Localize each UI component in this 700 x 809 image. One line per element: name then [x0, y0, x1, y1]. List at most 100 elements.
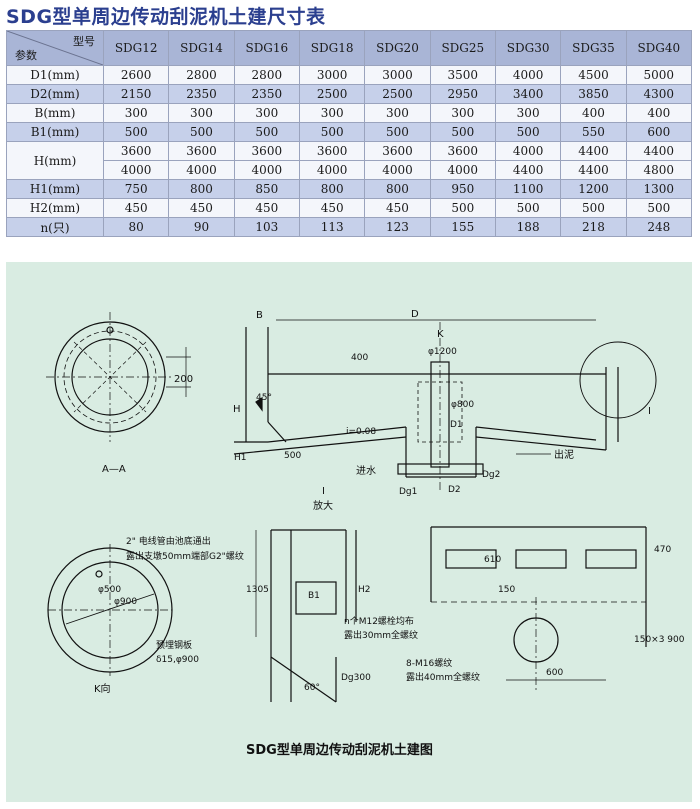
param-label: B1(mm): [6, 122, 104, 142]
model-header: SDG25: [429, 30, 496, 66]
model-header: SDG12: [102, 30, 170, 66]
label-m16-note1: 8-M16螺纹: [406, 657, 452, 669]
table-cell: 500: [494, 122, 562, 142]
label-m16-note2: 露出40mm全螺纹: [406, 671, 480, 683]
table-cell: 550: [560, 122, 627, 142]
param-label: D1(mm): [6, 65, 104, 85]
construction-drawing: A—A 200 B D K 400 φ1200 H 45° φ800 D1 I …: [6, 262, 692, 802]
table-cell: 450: [233, 198, 300, 218]
corner-param-label: 参数: [15, 49, 37, 62]
table-cell: 248: [625, 217, 693, 237]
table-cell: 3500: [429, 65, 496, 85]
table-cell: 500: [168, 122, 235, 142]
label-H2: H2: [358, 585, 371, 595]
aa-section-ring: [46, 312, 191, 442]
param-label: H1(mm): [6, 179, 104, 199]
table-cell: 155: [429, 217, 496, 237]
table-cell: 3600: [429, 141, 496, 161]
label-outlet: 出泥: [554, 448, 574, 461]
table-cell: 500: [560, 198, 627, 218]
label-D1: D1: [450, 420, 463, 430]
table-cell: 2600: [102, 65, 170, 85]
table-cell: 2800: [168, 65, 235, 85]
label-plate-note2: δ15,φ900: [156, 655, 199, 665]
table-cell: 4400: [560, 160, 627, 180]
label-dim470: 470: [654, 545, 671, 555]
model-header: SDG35: [560, 30, 627, 66]
label-detail-I: I: [322, 486, 325, 497]
corner-model-label: 型号: [73, 35, 95, 48]
tank-section: [233, 319, 657, 492]
table-corner-cell: 型号 参数: [6, 30, 104, 66]
label-angle45: 45°: [256, 393, 272, 403]
table-cell: 800: [364, 179, 431, 199]
label-dim610: 610: [484, 555, 501, 565]
table-cell: 850: [233, 179, 300, 199]
label-phi1200: φ1200: [428, 347, 457, 357]
label-dim150: 150: [498, 585, 515, 595]
label-B: B: [256, 310, 263, 321]
label-dim600: 600: [546, 668, 563, 678]
table-cell: 4400: [560, 141, 627, 161]
table-cell: 400: [560, 103, 627, 123]
table-cell: 600: [625, 122, 693, 142]
table-cell: 450: [298, 198, 366, 218]
table-cell: 4400: [494, 160, 562, 180]
table-cell: 750: [102, 179, 170, 199]
table-header-row: 型号 参数 SDG12 SDG14 SDG16 SDG18 SDG20 SDG2…: [6, 30, 693, 66]
table-cell: 3000: [298, 65, 366, 85]
table-cell: 4000: [102, 160, 170, 180]
k-view-ring: [47, 544, 173, 676]
label-aa: A—A: [102, 464, 126, 475]
table-cell: 3600: [298, 141, 366, 161]
label-angle60: 60°: [304, 683, 320, 693]
label-phi800: φ800: [451, 400, 474, 410]
table-cell: 4000: [494, 65, 562, 85]
table-cell: 2950: [429, 84, 496, 104]
table-cell: 103: [233, 217, 300, 237]
label-inlet: 进水: [356, 465, 376, 477]
table-cell: 4500: [560, 65, 627, 85]
table-cell: 3850: [560, 84, 627, 104]
label-plate-note1: 预埋钢板: [156, 639, 192, 651]
corner-diagonal: [7, 31, 103, 65]
table-cell: 80: [102, 217, 170, 237]
label-K: K: [437, 329, 444, 340]
label-dim500: 500: [284, 451, 301, 461]
table-cell: 500: [429, 122, 496, 142]
table-cell: 2800: [233, 65, 300, 85]
table-cell: 500: [494, 198, 562, 218]
table-cell: 218: [560, 217, 627, 237]
label-dim200: 200: [174, 374, 193, 385]
table-cell: 4000: [298, 160, 366, 180]
table-cell: 450: [168, 198, 235, 218]
table-cell: 3600: [233, 141, 300, 161]
label-dim400: 400: [351, 353, 368, 363]
table-cell: 3600: [364, 141, 431, 161]
table-cell: 2500: [364, 84, 431, 104]
table-cell: 90: [168, 217, 235, 237]
model-header: SDG20: [364, 30, 431, 66]
table-cell: 950: [429, 179, 496, 199]
label-phi900: φ900: [114, 597, 137, 607]
label-dim1305: 1305: [246, 585, 269, 595]
table-cell: 400: [625, 103, 693, 123]
param-label: H2(mm): [6, 198, 104, 218]
table-cell: 3400: [494, 84, 562, 104]
table-cell: 500: [233, 122, 300, 142]
table-cell: 4400: [625, 141, 693, 161]
table-cell: 4800: [625, 160, 693, 180]
table-cell: 188: [494, 217, 562, 237]
table-cell: 2500: [298, 84, 366, 104]
table-cell: 300: [233, 103, 300, 123]
label-phi500: φ500: [98, 585, 121, 595]
table-cell: 500: [298, 122, 366, 142]
table-cell: 4000: [233, 160, 300, 180]
model-header: SDG14: [168, 30, 235, 66]
